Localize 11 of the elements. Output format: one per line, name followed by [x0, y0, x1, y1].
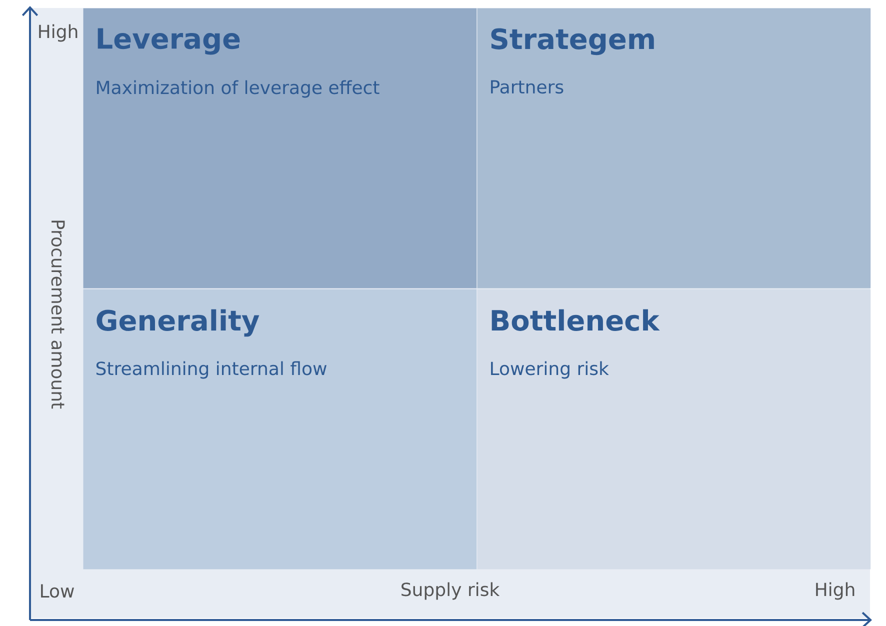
quadrant-description: Streamlining internal flow	[96, 361, 326, 379]
axis-title: Supply risk	[402, 582, 500, 600]
quadrant-title: Bottleneck	[492, 309, 660, 331]
quadrant-description: Maximization of leverage effect	[97, 80, 380, 98]
quadrant-title: Leverage	[98, 28, 240, 55]
axis-label: Low	[41, 584, 74, 598]
quadrant-title: Strategem	[491, 28, 654, 56]
quadrant-description: Partners	[491, 80, 564, 94]
quadrant-description: Lowering risk	[491, 361, 609, 379]
quadrant-title: Generality	[96, 309, 260, 337]
axis-title: Procurement amount	[51, 220, 65, 409]
